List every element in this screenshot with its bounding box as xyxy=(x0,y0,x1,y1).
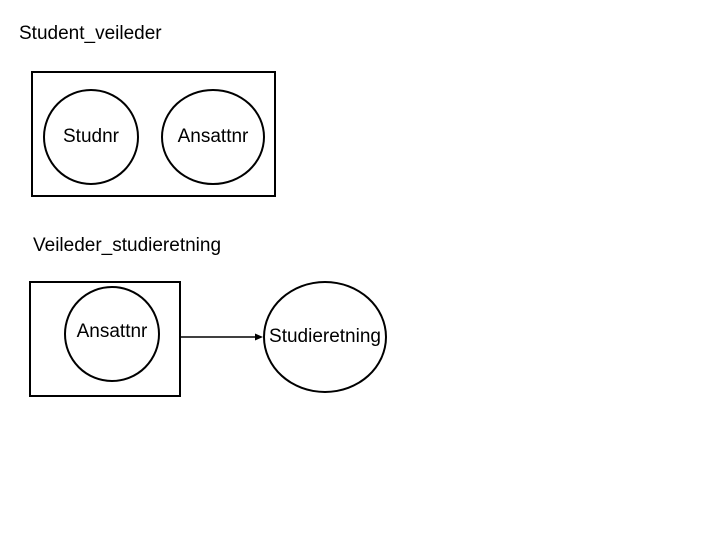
attribute-ellipse-ansattnr: Ansattnr xyxy=(161,89,265,185)
determinant-label-ansattnr: Ansattnr xyxy=(76,321,148,342)
dependent-label-studieretning: Studieretning xyxy=(269,326,381,347)
attribute-ellipse-studnr: Studnr xyxy=(43,89,139,185)
determinant-ellipse-ansattnr: Ansattnr xyxy=(64,286,160,382)
dependent-ellipse-studieretning: Studieretning xyxy=(263,281,387,393)
relation-title-student-veileder: Student_veileder xyxy=(19,23,162,44)
dependency-arrow-head xyxy=(255,333,263,341)
attribute-label-ansattnr: Ansattnr xyxy=(177,126,249,147)
relation-title-veileder-studieretning: Veileder_studieretning xyxy=(33,235,222,256)
attribute-label-studnr: Studnr xyxy=(63,126,119,147)
